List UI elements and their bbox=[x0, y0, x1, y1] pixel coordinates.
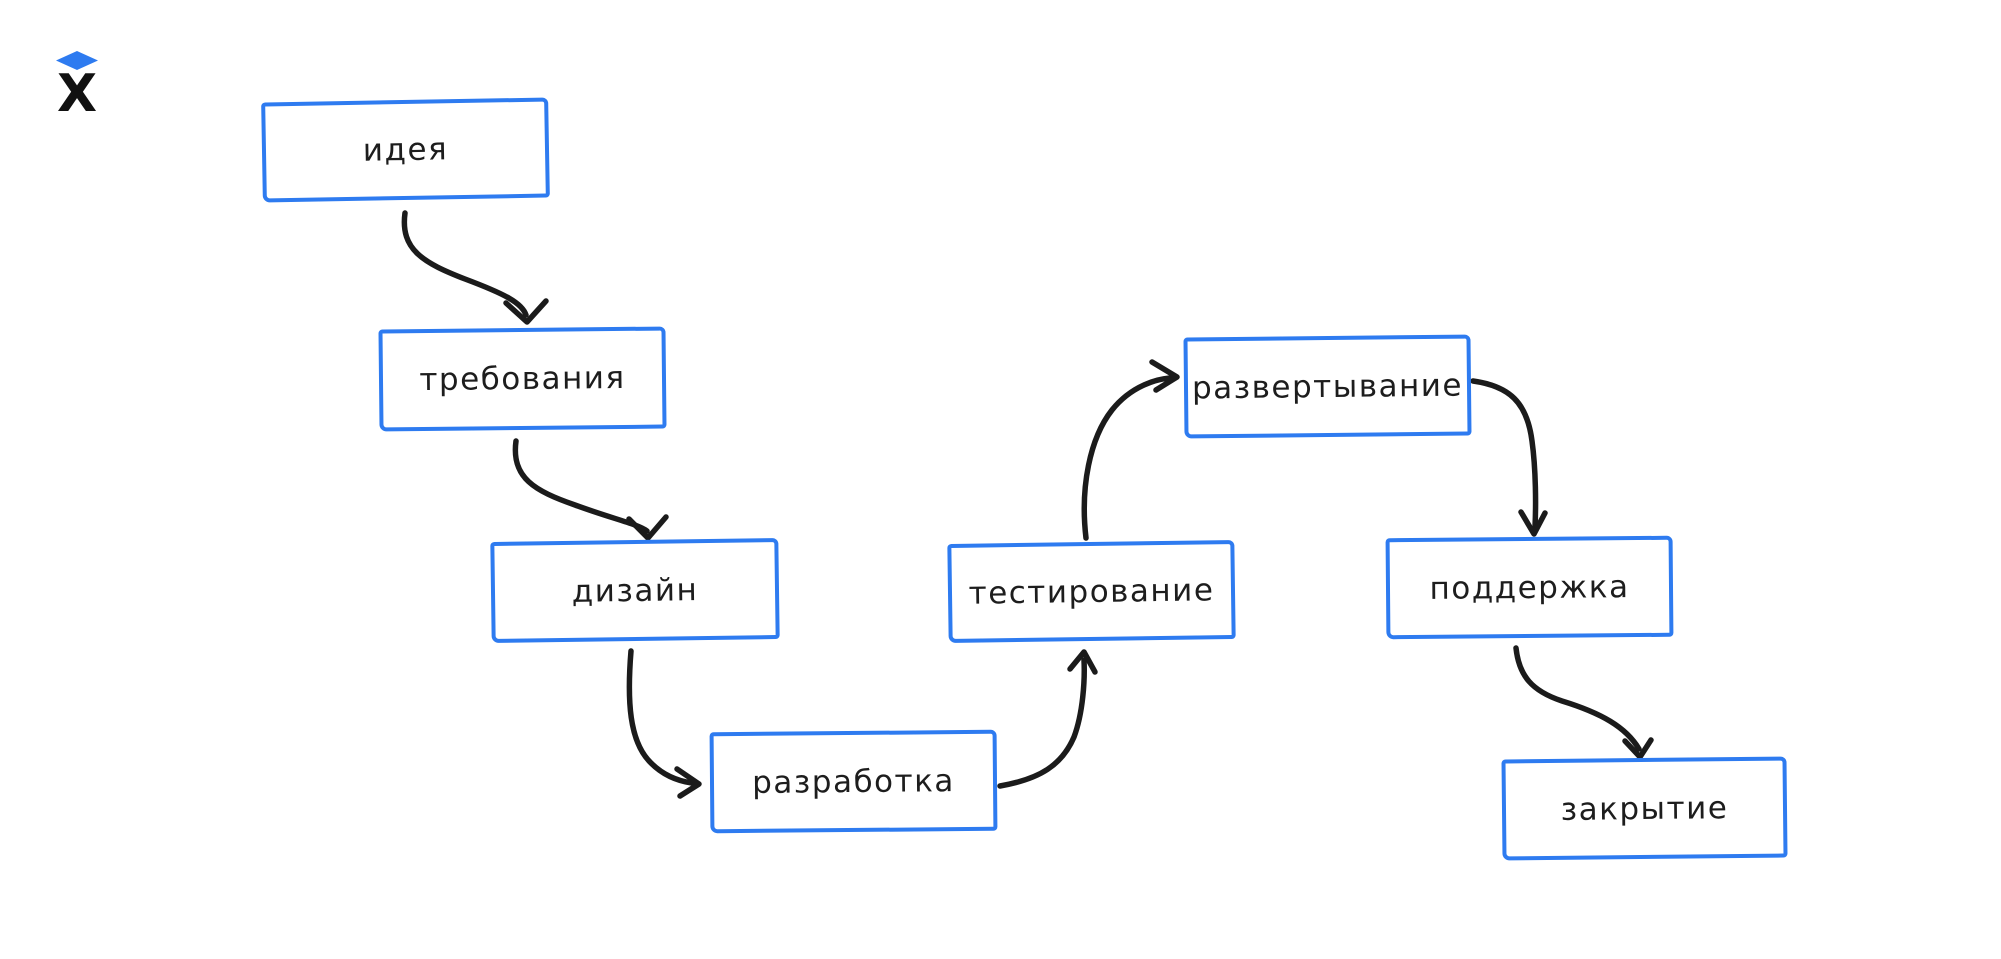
node-testing[interactable]: тестирование bbox=[947, 540, 1236, 643]
node-idea[interactable]: идея bbox=[261, 97, 550, 203]
arrow-deployment-to-support[interactable] bbox=[1470, 378, 1548, 537]
node-closure[interactable]: закрытие bbox=[1501, 756, 1788, 861]
node-development[interactable]: разработка bbox=[709, 729, 998, 834]
node-requirements-label: требования bbox=[419, 359, 626, 399]
node-closure-label: закрытие bbox=[1560, 789, 1729, 828]
arrow-testing-to-deployment[interactable] bbox=[1081, 359, 1180, 541]
arrow-support-to-closure[interactable] bbox=[1513, 645, 1654, 760]
node-support-label: поддержка bbox=[1429, 568, 1630, 607]
arrow-idea-to-requirements[interactable] bbox=[401, 210, 549, 325]
node-deployment[interactable]: развертывание bbox=[1183, 334, 1472, 439]
node-testing-label: тестирование bbox=[968, 571, 1215, 612]
node-support[interactable]: поддержка bbox=[1385, 535, 1674, 640]
arrow-requirements-to-design[interactable] bbox=[512, 438, 669, 541]
logo-x-glyph: X bbox=[57, 64, 97, 120]
hexlet-logo[interactable]: X bbox=[48, 40, 108, 120]
node-requirements[interactable]: требования bbox=[378, 326, 667, 432]
node-idea-label: идея bbox=[362, 131, 449, 169]
logo-diamond-icon bbox=[56, 51, 98, 70]
node-deployment-label: развертывание bbox=[1191, 367, 1464, 406]
arrow-development-to-testing[interactable] bbox=[997, 649, 1098, 789]
node-design[interactable]: дизайн bbox=[490, 537, 780, 644]
node-design-label: дизайн bbox=[571, 571, 699, 610]
arrow-design-to-development[interactable] bbox=[626, 648, 702, 799]
node-development-label: разработка bbox=[751, 762, 955, 801]
